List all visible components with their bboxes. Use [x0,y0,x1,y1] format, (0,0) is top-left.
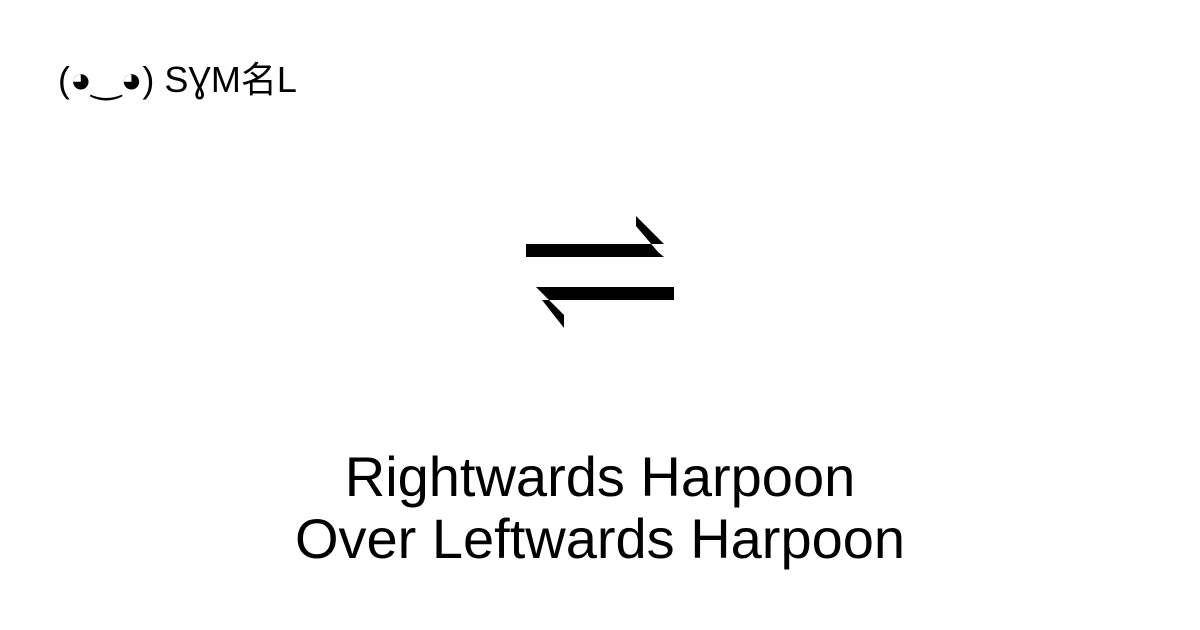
title-line-1: Rightwards Harpoon [344,445,856,508]
lower-harpoon-shape [536,287,674,328]
symbol-name-title: Rightwards Harpoon Over Leftwards Harpoo… [0,446,1200,570]
rightwards-harpoon-over-leftwards-harpoon-icon [526,214,674,330]
upper-harpoon-shape [526,216,664,257]
site-logo[interactable]: (◕‿◕) SƔM名L [58,59,297,100]
title-line-2: Over Leftwards Harpoon [294,507,906,570]
